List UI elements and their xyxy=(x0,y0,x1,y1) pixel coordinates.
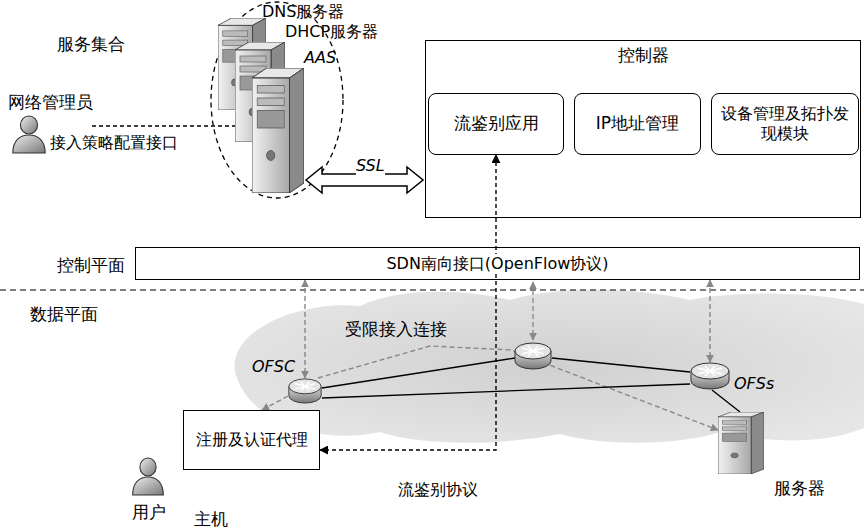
node-heading: 主机 xyxy=(194,509,228,530)
node-label: AAS xyxy=(304,48,336,68)
connector xyxy=(320,155,496,450)
control-link xyxy=(532,282,533,340)
icon-graphic xyxy=(288,378,322,404)
connector xyxy=(712,390,740,412)
network-cloud xyxy=(235,290,864,443)
server-icon: 服务器 xyxy=(718,412,764,474)
connector xyxy=(709,280,710,362)
node-label: OFSC xyxy=(252,357,295,377)
process-box: IP地址管理 xyxy=(574,93,701,155)
node-label: DNS服务器 xyxy=(262,2,344,22)
icon-graphic xyxy=(10,114,48,154)
server-icon: AAS xyxy=(252,68,304,193)
connector xyxy=(318,346,718,430)
edge-label: 流鉴别协议 xyxy=(398,480,478,501)
connector xyxy=(322,384,690,398)
switch-icon xyxy=(515,343,551,369)
connector xyxy=(92,125,252,126)
process-box: 设备管理及拓扑发现模块 xyxy=(711,93,859,155)
connector xyxy=(304,280,305,378)
plane-label: 服务集合 xyxy=(57,33,125,56)
switch-icon: OFSs xyxy=(690,362,730,390)
link-line xyxy=(322,358,515,388)
link-line xyxy=(552,358,690,372)
node-label: 用户 xyxy=(132,502,166,523)
node-label: OFSs xyxy=(734,374,774,394)
icon-graphic xyxy=(130,456,166,496)
process-box: 流鉴别应用 xyxy=(428,93,564,155)
connector xyxy=(262,396,288,410)
switch-icon: OFSC xyxy=(288,378,322,404)
node-label: 流鉴别应用 xyxy=(454,113,539,134)
plane-separator xyxy=(0,289,864,290)
icon-graphic xyxy=(718,412,764,474)
node-label: DHCP服务器 xyxy=(285,22,378,42)
node-label: 设备管理及拓扑发现模块 xyxy=(718,104,852,144)
icon-graphic xyxy=(252,68,304,193)
node-label: 网络管理员 xyxy=(8,92,93,113)
node-label: 注册及认证代理 xyxy=(196,430,308,450)
icon-graphic xyxy=(690,362,730,390)
node-label: 服务器 xyxy=(774,478,825,499)
node-label: 控制器 xyxy=(618,45,669,66)
plane-label: 数据平面 xyxy=(30,303,98,326)
node-label: IP地址管理 xyxy=(596,113,679,134)
edge-label: 接入策略配置接口 xyxy=(50,133,178,154)
edge-label: SSL xyxy=(356,156,385,175)
person-icon: 用户 xyxy=(130,456,166,496)
process-box: 注册及认证代理主机 xyxy=(183,410,320,470)
process-box: SDN南向接口(OpenFlow协议) xyxy=(135,247,860,280)
plane-label: 受限接入连接 xyxy=(345,318,447,341)
plane-label: 控制平面 xyxy=(57,254,125,277)
process-box: 控制器流鉴别应用 IP地址管理 设备管理及拓扑发现模块 xyxy=(425,40,861,218)
node-label: SDN南向接口(OpenFlow协议) xyxy=(382,254,612,274)
